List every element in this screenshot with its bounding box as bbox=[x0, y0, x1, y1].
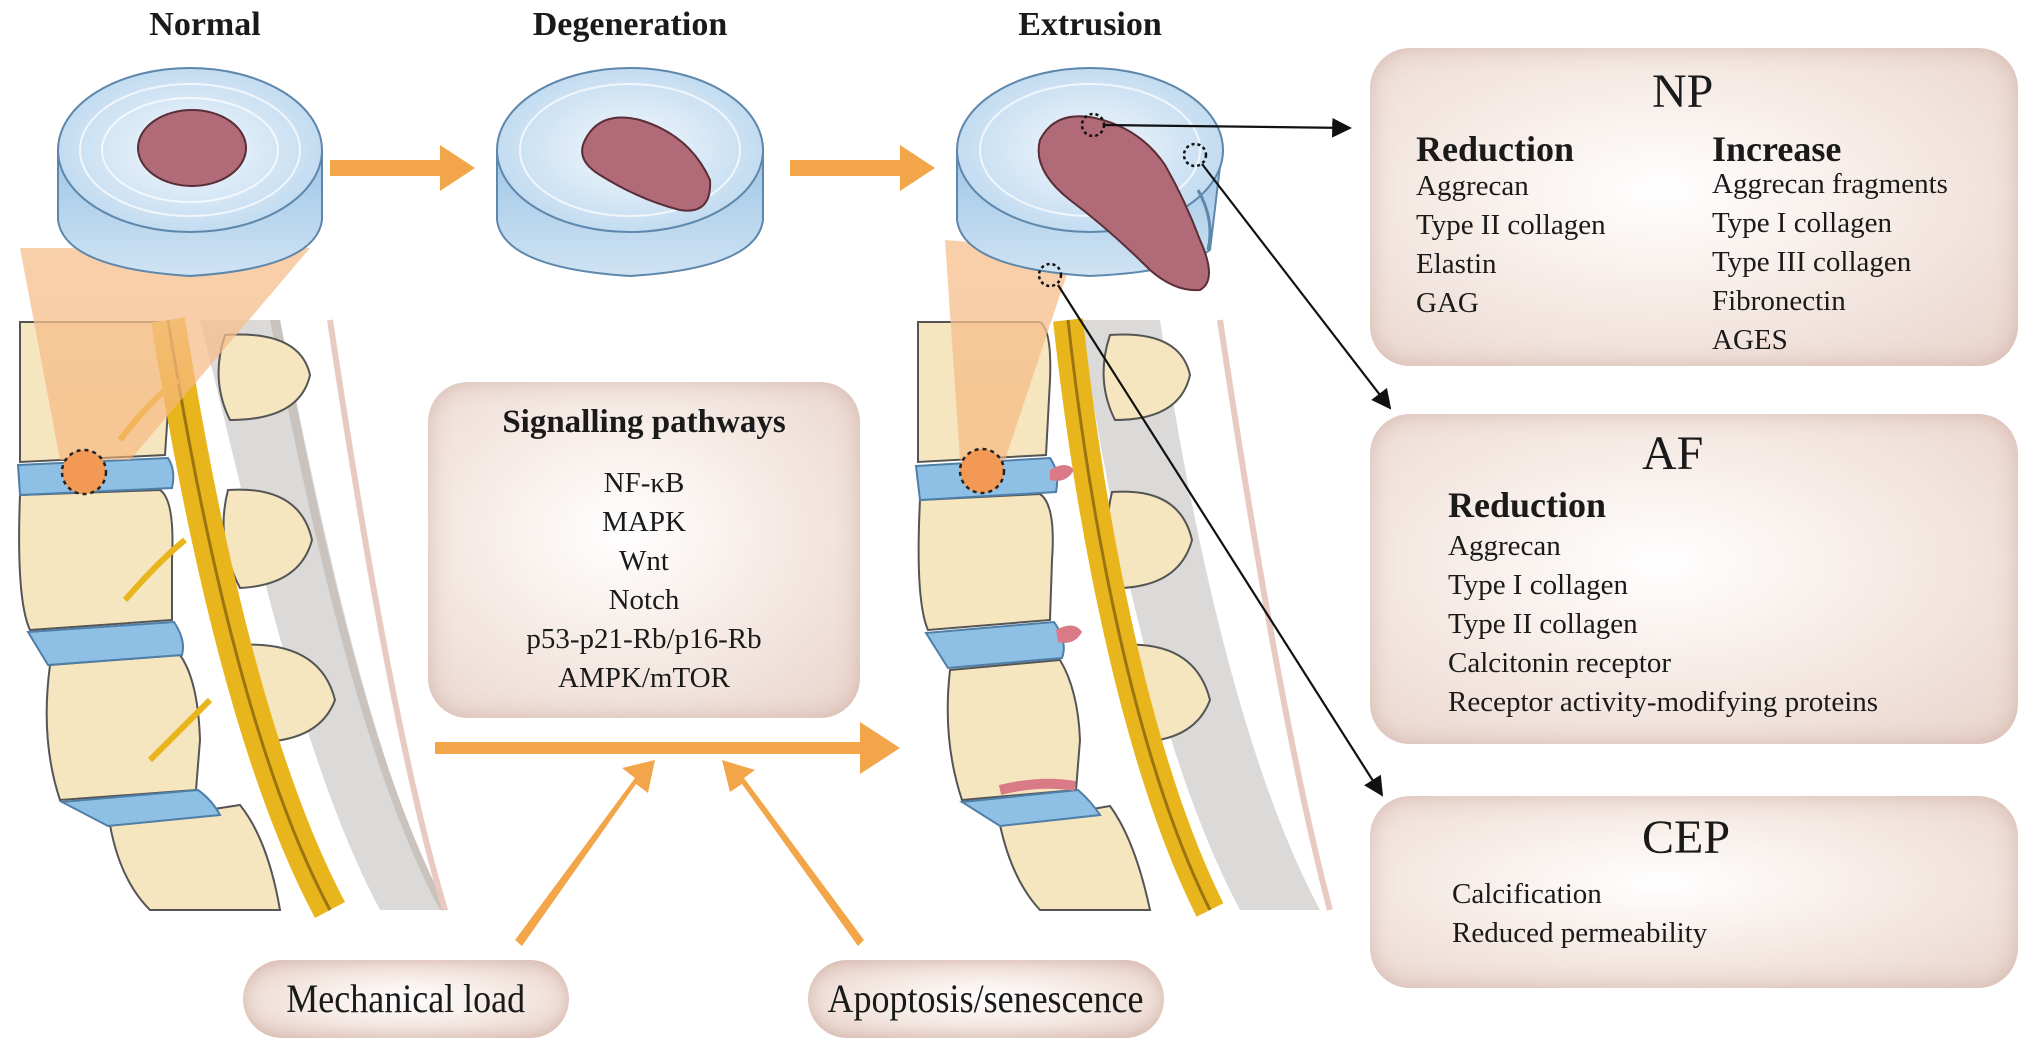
signalling-title: Signalling pathways bbox=[502, 404, 786, 440]
apoptosis-senescence-label: Apoptosis/senescence bbox=[828, 976, 1144, 1021]
af-panel: AF Reduction Aggrecan Type I collagen Ty… bbox=[1370, 414, 2018, 744]
mechanical-load-label: Mechanical load bbox=[286, 976, 526, 1021]
apoptosis-senescence-pill: Apoptosis/senescence bbox=[808, 960, 1164, 1038]
af-reduction-item: Receptor activity-modifying proteins bbox=[1448, 686, 1879, 718]
af-reduction-item: Type II collagen bbox=[1448, 608, 1638, 640]
disc-degeneration bbox=[496, 67, 764, 278]
np-increase-item: AGES bbox=[1712, 324, 1788, 356]
af-reduction-item: Type I collagen bbox=[1448, 569, 1628, 601]
signalling-pathways-panel: Signalling pathways NF-κB MAPK Wnt Notch… bbox=[428, 382, 860, 718]
spine-normal bbox=[16, 317, 448, 918]
np-reduction-item: Elastin bbox=[1416, 248, 1497, 280]
disc-normal bbox=[57, 67, 323, 278]
np-increase-item: Aggrecan fragments bbox=[1712, 168, 1948, 200]
cep-panel: CEP Calcification Reduced permeability bbox=[1370, 796, 2018, 988]
signalling-item: Wnt bbox=[619, 545, 669, 577]
highlight-normal bbox=[60, 448, 108, 496]
mechanical-load-pill: Mechanical load bbox=[243, 960, 569, 1038]
signalling-item: MAPK bbox=[602, 506, 686, 538]
np-reduction-heading: Reduction bbox=[1416, 129, 1575, 169]
np-increase-heading: Increase bbox=[1712, 129, 1842, 169]
spine-extrusion bbox=[914, 318, 1333, 917]
stage-arrows bbox=[330, 145, 935, 946]
stage-title-degeneration: Degeneration bbox=[532, 6, 728, 43]
signalling-item: AMPK/mTOR bbox=[558, 662, 730, 694]
np-reduction-item: GAG bbox=[1416, 287, 1479, 319]
cep-title: CEP bbox=[1642, 811, 1731, 864]
np-reduction-item: Aggrecan bbox=[1416, 170, 1529, 202]
signalling-item: p53-p21-Rb/p16-Rb bbox=[526, 623, 762, 655]
beam-normal bbox=[20, 248, 310, 460]
cep-item: Reduced permeability bbox=[1452, 917, 1708, 949]
pointer-arrows bbox=[1057, 117, 1392, 797]
af-reduction-item: Aggrecan bbox=[1448, 530, 1561, 562]
af-title: AF bbox=[1642, 427, 1704, 480]
disc-extrusion bbox=[956, 67, 1224, 292]
cep-item: Calcification bbox=[1452, 878, 1602, 910]
stage-title-normal: Normal bbox=[149, 6, 261, 43]
np-increase-item: Type III collagen bbox=[1712, 246, 1912, 278]
stage-title-extrusion: Extrusion bbox=[1018, 6, 1162, 43]
np-panel: NP Reduction Aggrecan Type II collagen E… bbox=[1370, 48, 2018, 366]
np-increase-item: Type I collagen bbox=[1712, 207, 1892, 239]
np-reduction-item: Type II collagen bbox=[1416, 209, 1606, 241]
beam-extrusion bbox=[945, 240, 1075, 460]
signalling-item: Notch bbox=[608, 584, 680, 616]
np-increase-item: Fibronectin bbox=[1712, 285, 1846, 317]
highlight-extrusion bbox=[958, 447, 1006, 495]
np-title: NP bbox=[1652, 65, 1714, 118]
af-reduction-heading: Reduction bbox=[1448, 485, 1607, 525]
af-reduction-item: Calcitonin receptor bbox=[1448, 647, 1672, 679]
signalling-item: NF-κB bbox=[603, 467, 685, 499]
